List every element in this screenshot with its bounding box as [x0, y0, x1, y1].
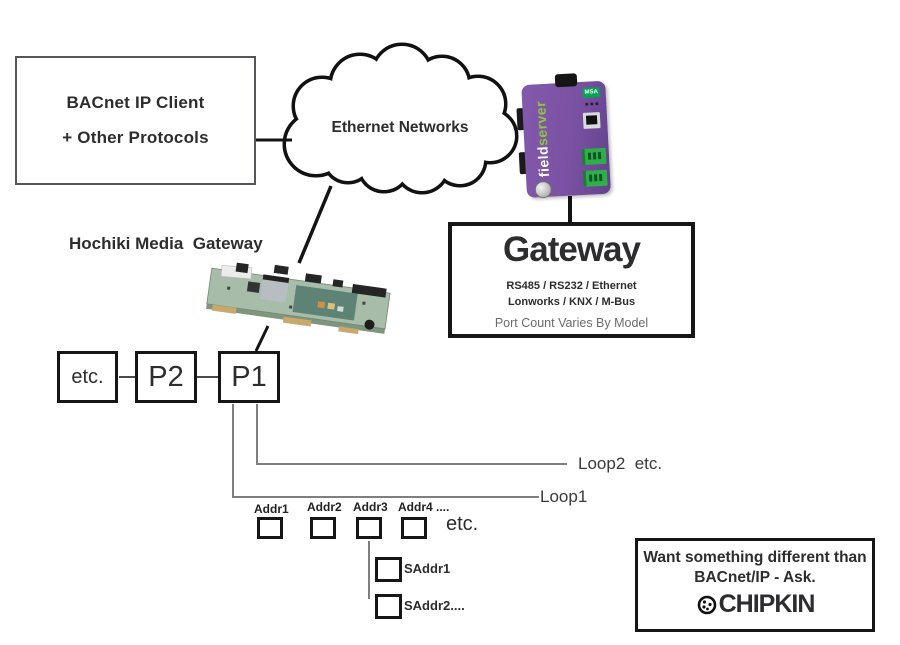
addr3-label: Addr3	[353, 500, 388, 514]
gateway-protocols-line2: Lonworks / KNX / M-Bus	[507, 296, 636, 308]
gateway-box: Gateway RS485 / RS232 / Ethernet Lonwork…	[448, 222, 695, 338]
panel-p2-label: P2	[148, 360, 184, 393]
line-board-to-p1	[254, 325, 270, 352]
line-loop1	[232, 404, 539, 498]
terminal-block-icon	[581, 147, 607, 166]
cta-line1: Want something different than	[643, 549, 867, 566]
cloud-label: Ethernet Networks	[331, 119, 469, 136]
panel-box-p2: P2	[135, 351, 197, 403]
addr2-label: Addr2	[307, 500, 342, 514]
brand-server-text: server	[532, 100, 551, 147]
bacnet-client-box: BACnet IP Client + Other Protocols	[15, 56, 256, 185]
panel-etc-label: etc.	[71, 365, 104, 388]
circuit-board-image	[206, 262, 391, 335]
addr-etc-label: etc.	[446, 513, 479, 535]
addr1-label: Addr1	[254, 502, 289, 516]
addr4-label: Addr4 ....	[398, 500, 450, 514]
hochiki-media-gateway-label: Hochiki Media Gateway	[69, 234, 263, 253]
gateway-title: Gateway	[503, 230, 641, 269]
chipkin-logo: CHIPKIN	[696, 590, 815, 619]
saddr2-label: SAddr2....	[404, 598, 465, 613]
chipkin-chip-icon	[697, 595, 716, 614]
cta-line2: BACnet/IP - Ask.	[694, 569, 816, 586]
gateway-protocols-line1: RS485 / RS232 / Ethernet	[506, 280, 637, 292]
client-box-line1: BACnet IP Client	[66, 93, 205, 112]
line-loop2	[256, 404, 567, 465]
saddr2-box	[375, 594, 402, 619]
addr2-box	[310, 517, 336, 539]
gateway-note: Port Count Varies By Model	[494, 316, 649, 330]
terminal-block-icon	[582, 169, 608, 187]
addr4-box	[401, 517, 427, 539]
chipkin-brand-text: CHIPKIN	[718, 590, 816, 618]
saddr1-label: SAddr1	[404, 561, 451, 576]
brand-field-text: field	[534, 145, 553, 178]
fieldserver-device-image: MSA fieldserver	[513, 72, 613, 203]
chipkin-cta-box: Want something different than BACnet/IP …	[635, 538, 875, 632]
loop2-label: Loop2 etc.	[578, 454, 663, 473]
device-top-knob	[554, 73, 578, 88]
ethernet-port-icon	[582, 112, 601, 129]
loop1-label: Loop1	[540, 487, 588, 506]
saddr1-box	[375, 557, 402, 582]
device-msa-badge: MSA	[582, 87, 600, 98]
addr3-box	[356, 517, 382, 539]
addr1-box	[257, 517, 283, 539]
panel-box-etc: etc.	[57, 351, 118, 403]
client-box-line2: + Other Protocols	[62, 128, 209, 147]
panel-p1-label: P1	[231, 360, 267, 393]
line-cloud-to-board	[297, 185, 333, 264]
panel-box-p1: P1	[218, 351, 280, 403]
